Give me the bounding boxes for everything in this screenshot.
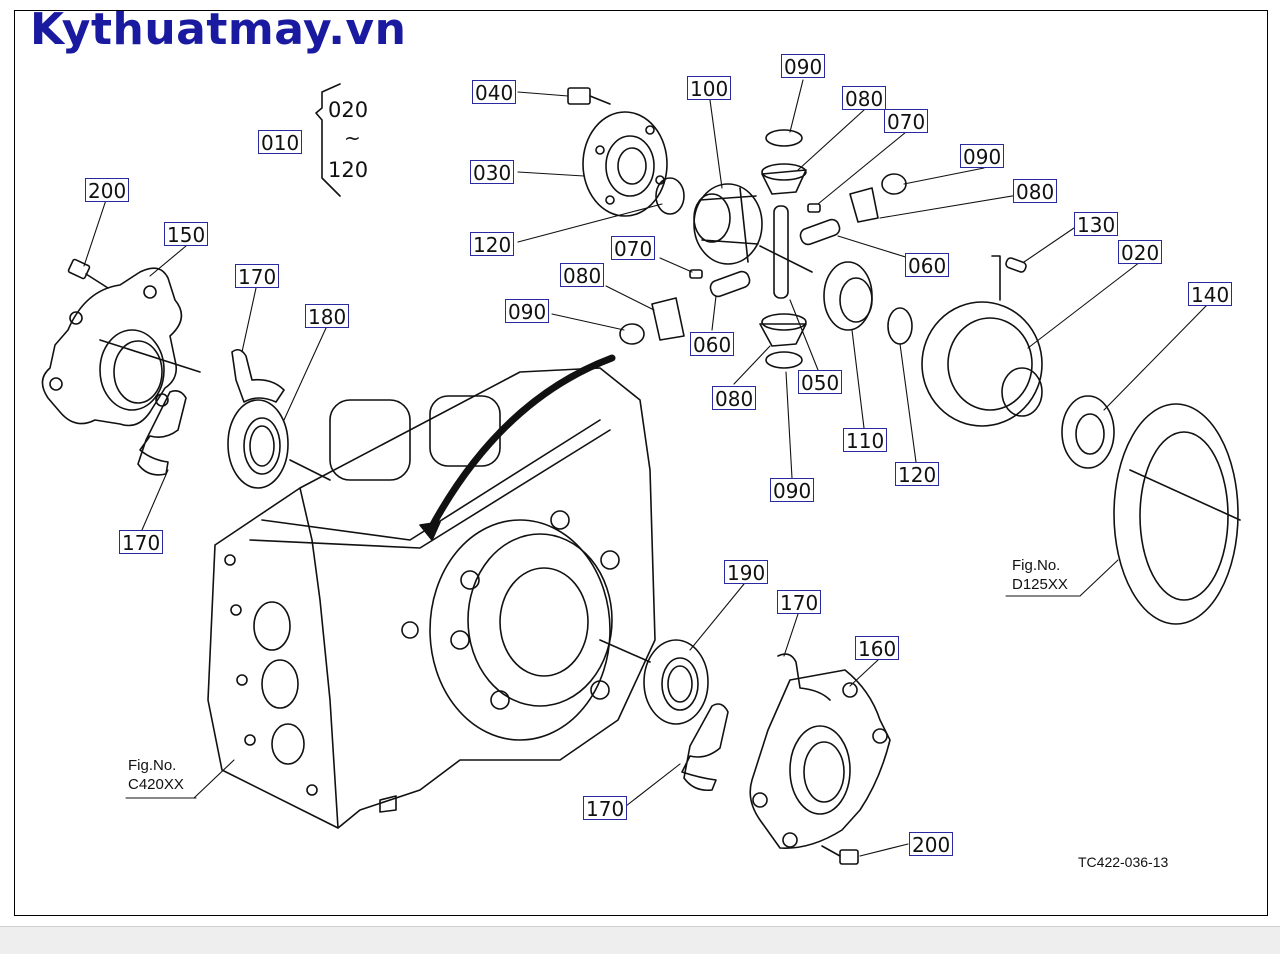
callout-090-right[interactable]: 090 [960, 144, 1005, 169]
fig-ref-c420-line2: C420XX [128, 776, 184, 793]
callout-160[interactable]: 160 [855, 636, 900, 661]
shim-170-left [137, 390, 187, 476]
callout-200-top[interactable]: 200 [85, 178, 130, 203]
diagram-frame [14, 10, 1268, 916]
callout-060-mid[interactable]: 060 [690, 332, 735, 357]
pin-shaft-050 [773, 205, 789, 299]
bolt-040 [567, 87, 611, 105]
callout-030[interactable]: 030 [470, 160, 515, 185]
callout-080-mid[interactable]: 080 [560, 263, 605, 288]
callout-120-low[interactable]: 120 [895, 462, 940, 487]
range-tilde: ~ [344, 126, 361, 150]
fig-ref-d125[interactable]: Fig.No. D125XX [1012, 556, 1068, 594]
key-070-top [807, 203, 821, 213]
bolt-200-top [67, 258, 109, 289]
callout-110[interactable]: 110 [843, 428, 888, 453]
ring-120-low [887, 307, 913, 345]
pin-130 [1005, 257, 1027, 273]
exploded-parts-drawing [41, 79, 1241, 865]
drawing-code: TC422-036-13 [1078, 854, 1169, 870]
shaft-060-mid [709, 270, 751, 298]
range-to-label: 120 [328, 158, 369, 182]
side-gear-110 [823, 261, 873, 331]
bearing-140 [1061, 395, 1115, 469]
callout-180[interactable]: 180 [305, 304, 350, 329]
fig-ref-d125-line2: D125XX [1012, 576, 1068, 593]
bottom-scrollbar-area[interactable] [0, 926, 1280, 954]
fig-ref-c420[interactable]: Fig.No. C420XX [128, 756, 184, 794]
fig-ref-c420-line1: Fig.No. [128, 757, 177, 774]
pinion-080-top [761, 163, 807, 195]
bearing-180 [227, 399, 289, 489]
shaft-060-right [799, 218, 841, 246]
range-from-label: 020 [328, 98, 369, 122]
leader-lines [83, 79, 1207, 857]
ring-gear [1113, 403, 1241, 625]
callout-010[interactable]: 010 [258, 130, 303, 155]
bolt-200-bottom [821, 845, 859, 865]
callout-170-left[interactable]: 170 [119, 530, 164, 555]
callout-140[interactable]: 140 [1188, 282, 1233, 307]
callout-090-top[interactable]: 090 [781, 54, 826, 79]
shim-170-bottom [681, 703, 729, 792]
callout-100[interactable]: 100 [687, 76, 732, 101]
callout-020[interactable]: 020 [1118, 240, 1163, 265]
washer-090-top [765, 129, 803, 147]
cover-030 [582, 111, 668, 217]
callout-190[interactable]: 190 [724, 560, 769, 585]
ring-120-top [655, 177, 685, 215]
left-flange-housing [41, 267, 201, 427]
callout-130[interactable]: 130 [1074, 212, 1119, 237]
callout-090-mid[interactable]: 090 [505, 299, 550, 324]
callout-080-low[interactable]: 080 [712, 386, 757, 411]
washer-090-mid [619, 323, 645, 345]
callout-120-top[interactable]: 120 [470, 232, 515, 257]
key-070-mid [689, 269, 703, 279]
differential-case-020 [921, 255, 1043, 427]
callout-040[interactable]: 040 [472, 80, 517, 105]
fig-ref-d125-line1: Fig.No. [1012, 557, 1061, 574]
callout-200-bottom[interactable]: 200 [909, 832, 954, 857]
washer-090-low [765, 351, 803, 369]
right-flange-160 [749, 669, 891, 849]
callout-170-top[interactable]: 170 [235, 264, 280, 289]
callout-080-top[interactable]: 080 [842, 86, 887, 111]
callout-050[interactable]: 050 [798, 370, 843, 395]
range-bracket [315, 83, 341, 197]
callout-060-right[interactable]: 060 [905, 253, 950, 278]
bevel-gear-100 [693, 183, 763, 265]
callout-070-top[interactable]: 070 [884, 109, 929, 134]
callout-170-br[interactable]: 170 [777, 590, 822, 615]
callout-080-right[interactable]: 080 [1013, 179, 1058, 204]
shim-170-upper [231, 348, 285, 403]
bearing-190 [643, 639, 709, 725]
callout-150[interactable]: 150 [164, 222, 209, 247]
transmission-case [207, 367, 656, 829]
pinion-080-low [759, 313, 807, 347]
callout-070-mid[interactable]: 070 [611, 236, 656, 261]
pinion-080-mid [651, 297, 685, 341]
site-watermark-title[interactable]: Kythuatmay.vn [30, 4, 407, 55]
callout-090-low[interactable]: 090 [770, 478, 815, 503]
washer-090-right [881, 173, 907, 195]
callout-170-bottom[interactable]: 170 [583, 796, 628, 821]
pinion-080-right [849, 187, 879, 223]
pointer-arrow [426, 354, 616, 534]
